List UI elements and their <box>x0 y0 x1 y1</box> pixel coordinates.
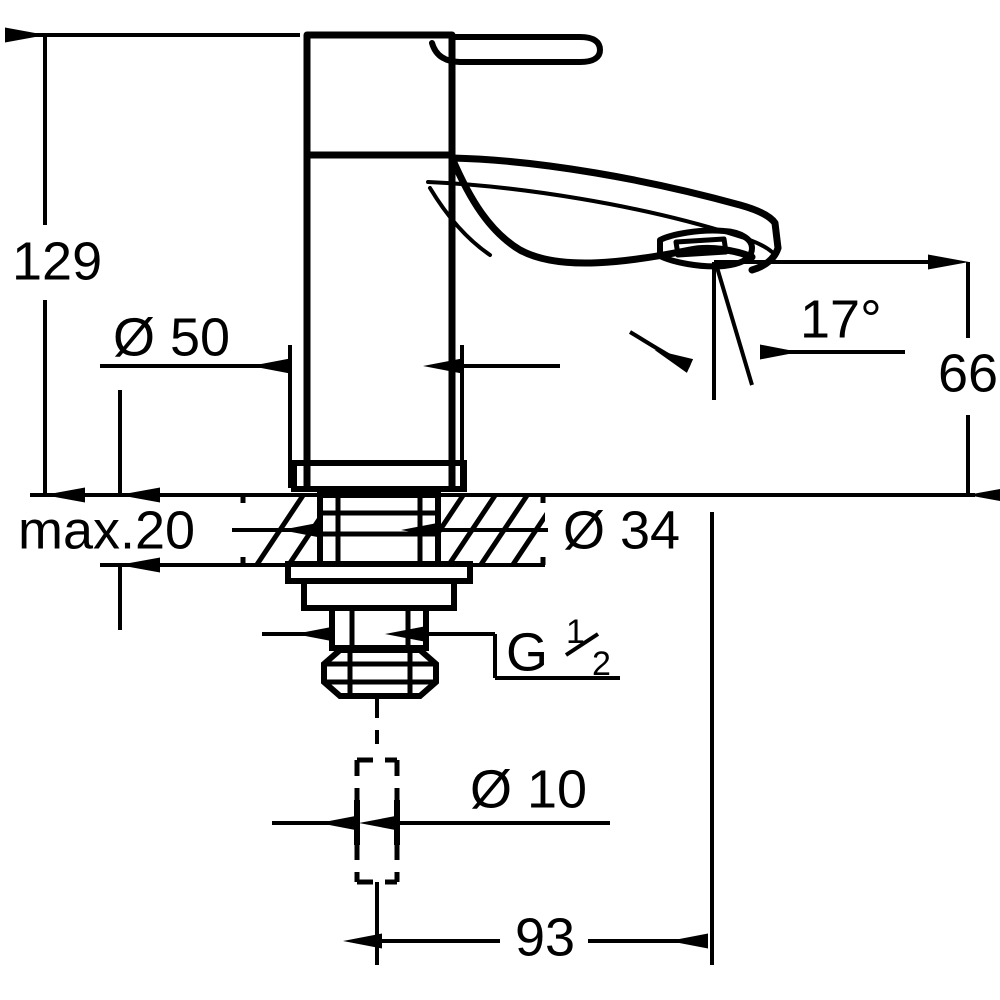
lever-arm <box>429 34 603 65</box>
spout-inner-arc <box>428 186 492 257</box>
aerator-housing <box>657 227 755 270</box>
tail-tube <box>354 757 400 885</box>
label-diameter-50: Ø 50 <box>113 307 230 367</box>
handle-block <box>303 31 456 159</box>
spout-inner-line <box>426 180 774 254</box>
label-max-20: max.20 <box>18 500 195 560</box>
thread-g-letter: G <box>506 622 548 682</box>
threaded-tailpiece <box>329 605 429 651</box>
thread-denominator: 2 <box>592 645 611 683</box>
label-thread-g-half: G 1 2 <box>506 613 611 683</box>
spout-upper-contour <box>448 154 782 252</box>
aerator-insert <box>673 236 729 258</box>
base-flange <box>291 460 467 492</box>
spout-tip-face <box>748 244 782 274</box>
dimension-129 <box>5 27 300 503</box>
label-height-66: 66 <box>938 343 998 403</box>
faucet-outline <box>303 31 782 492</box>
label-angle-17: 17° <box>800 289 882 349</box>
dimension-angle-17 <box>628 260 952 400</box>
angle-curved-leader <box>628 330 694 373</box>
spout-lower-contour <box>448 154 756 267</box>
dimension-93 <box>343 512 714 965</box>
counter-edges <box>240 495 546 565</box>
dimension-thread <box>262 626 620 680</box>
thread-numerator: 1 <box>566 613 585 651</box>
label-height-129: 129 <box>12 231 102 291</box>
angle-incline-ref <box>714 263 754 386</box>
hex-nut <box>321 647 439 699</box>
label-reach-93: 93 <box>515 907 575 967</box>
label-diameter-10: Ø 10 <box>470 759 587 819</box>
dimension-d50 <box>100 345 560 488</box>
clamp-nut <box>301 578 457 611</box>
label-diameter-34: Ø 34 <box>563 500 680 560</box>
